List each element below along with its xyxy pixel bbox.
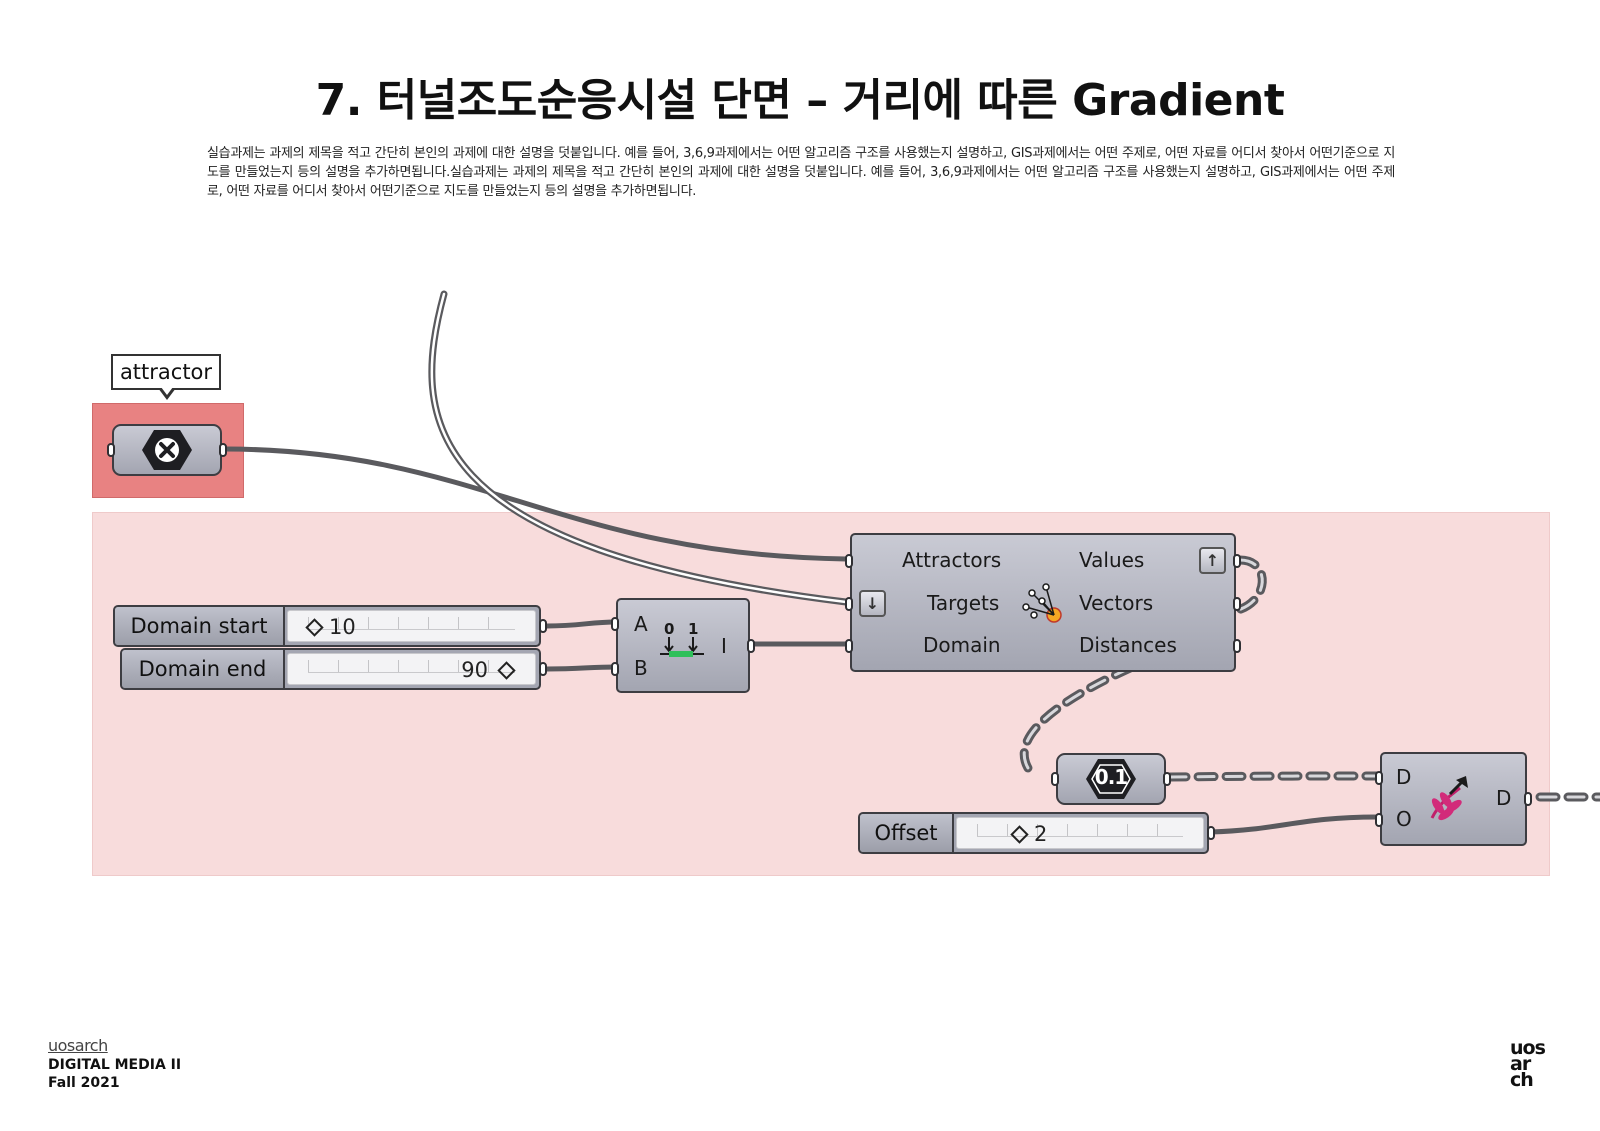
graft-arrow-down-button[interactable]: ↓: [859, 590, 886, 617]
slider-label: Offset: [860, 814, 954, 852]
output-label-d: D: [1496, 786, 1512, 810]
description-text: 실습과제는 과제의 제목을 적고 간단히 본인의 과제에 대한 설명을 덧붙입니…: [207, 146, 1395, 199]
point-param-component[interactable]: [107, 424, 227, 476]
slider-track[interactable]: 90: [287, 653, 536, 685]
svg-text:1: 1: [688, 620, 698, 638]
output-label-distances: Distances: [1079, 633, 1177, 657]
input-port-o[interactable]: [1375, 813, 1383, 827]
slider-ticks: [977, 824, 1183, 837]
slider-track[interactable]: 10: [287, 610, 536, 642]
domain-start-output-port[interactable]: [539, 619, 547, 633]
wire-domain-start: [544, 619, 619, 629]
input-port[interactable]: [107, 443, 115, 457]
output-label-i: I: [721, 634, 727, 658]
slider-handle-icon[interactable]: [1010, 824, 1029, 844]
uosarch-big-logo: uos ar ch: [1510, 1037, 1546, 1091]
slider-value: 2: [1010, 822, 1047, 846]
input-port-d[interactable]: [1375, 771, 1383, 785]
output-port-distances[interactable]: [1233, 639, 1241, 653]
input-port-attractors[interactable]: [845, 554, 853, 568]
output-label-values: Values: [1079, 548, 1145, 572]
uosarch-small-logo: uosarch: [48, 1036, 108, 1055]
svg-text:0: 0: [664, 620, 674, 638]
wire-domain-end: [544, 664, 619, 672]
offset-slider[interactable]: Offset 2: [858, 812, 1209, 854]
input-port-a[interactable]: [611, 617, 619, 631]
wire-attractor: [223, 446, 849, 562]
field-component[interactable]: Attractors Targets Domain ↓ ↑ Values Vec…: [845, 533, 1241, 672]
attractor-tooltip: attractor: [111, 354, 221, 390]
slider-label: Domain end: [122, 650, 285, 688]
number-param-component[interactable]: 0.1: [1051, 753, 1171, 805]
domain-end-output-port[interactable]: [539, 662, 547, 676]
arrow-up-button[interactable]: ↑: [1199, 547, 1226, 574]
slider-label: Domain start: [115, 607, 285, 645]
output-label-vectors: Vectors: [1079, 591, 1154, 615]
input-label-attractors: Attractors: [902, 548, 1002, 572]
course-name: DIGITAL MEDIA II: [48, 1057, 182, 1073]
input-label-o: O: [1396, 807, 1412, 831]
input-port-targets[interactable]: [845, 597, 853, 611]
output-port[interactable]: [219, 443, 227, 457]
construct-domain-component[interactable]: A B 0 1 I: [611, 598, 755, 693]
offset-curve-component[interactable]: D O D: [1375, 752, 1532, 846]
output-port-i[interactable]: [747, 639, 755, 653]
input-port-domain[interactable]: [845, 639, 853, 653]
wire-targets-inner: [430, 292, 848, 604]
offset-leaf-icon: [1430, 776, 1468, 821]
output-port[interactable]: [1163, 772, 1171, 786]
input-label-targets: Targets: [927, 591, 1000, 615]
input-port-b[interactable]: [611, 662, 619, 676]
input-label-b: B: [634, 656, 648, 680]
field-icon: [1022, 583, 1062, 623]
slider-handle-icon[interactable]: [305, 617, 324, 637]
slider-value: 90: [461, 658, 516, 682]
construct-domain-icon: 0 1: [660, 620, 704, 657]
point-x-icon: [142, 430, 192, 470]
slider-handle-icon[interactable]: [497, 660, 516, 680]
domain-end-slider[interactable]: Domain end 90: [120, 648, 541, 690]
number-icon: [1086, 759, 1136, 799]
tooltip-tail-inner: [161, 387, 173, 395]
slider-value: 10: [305, 615, 356, 639]
output-port-values[interactable]: [1233, 554, 1241, 568]
input-label-domain: Domain: [923, 633, 1001, 657]
slider-ticks: [308, 660, 515, 673]
output-port-vectors[interactable]: [1233, 597, 1241, 611]
input-port[interactable]: [1051, 772, 1059, 786]
number-value: 0.1: [1094, 765, 1128, 789]
course-term: Fall 2021: [48, 1075, 120, 1091]
input-label-d: D: [1396, 765, 1412, 789]
wire-offset: [1208, 814, 1380, 835]
domain-start-slider[interactable]: Domain start 10: [113, 605, 541, 647]
slider-track[interactable]: 2: [956, 817, 1204, 849]
page-title: 7. 터널조도순응시설 단면 – 거리에 따른 Gradient: [315, 75, 1285, 126]
output-port-d[interactable]: [1524, 792, 1532, 806]
slider-ticks: [308, 617, 515, 630]
offset-output-port[interactable]: [1207, 826, 1215, 840]
component-group[interactable]: [92, 512, 1550, 876]
input-label-a: A: [634, 612, 648, 636]
